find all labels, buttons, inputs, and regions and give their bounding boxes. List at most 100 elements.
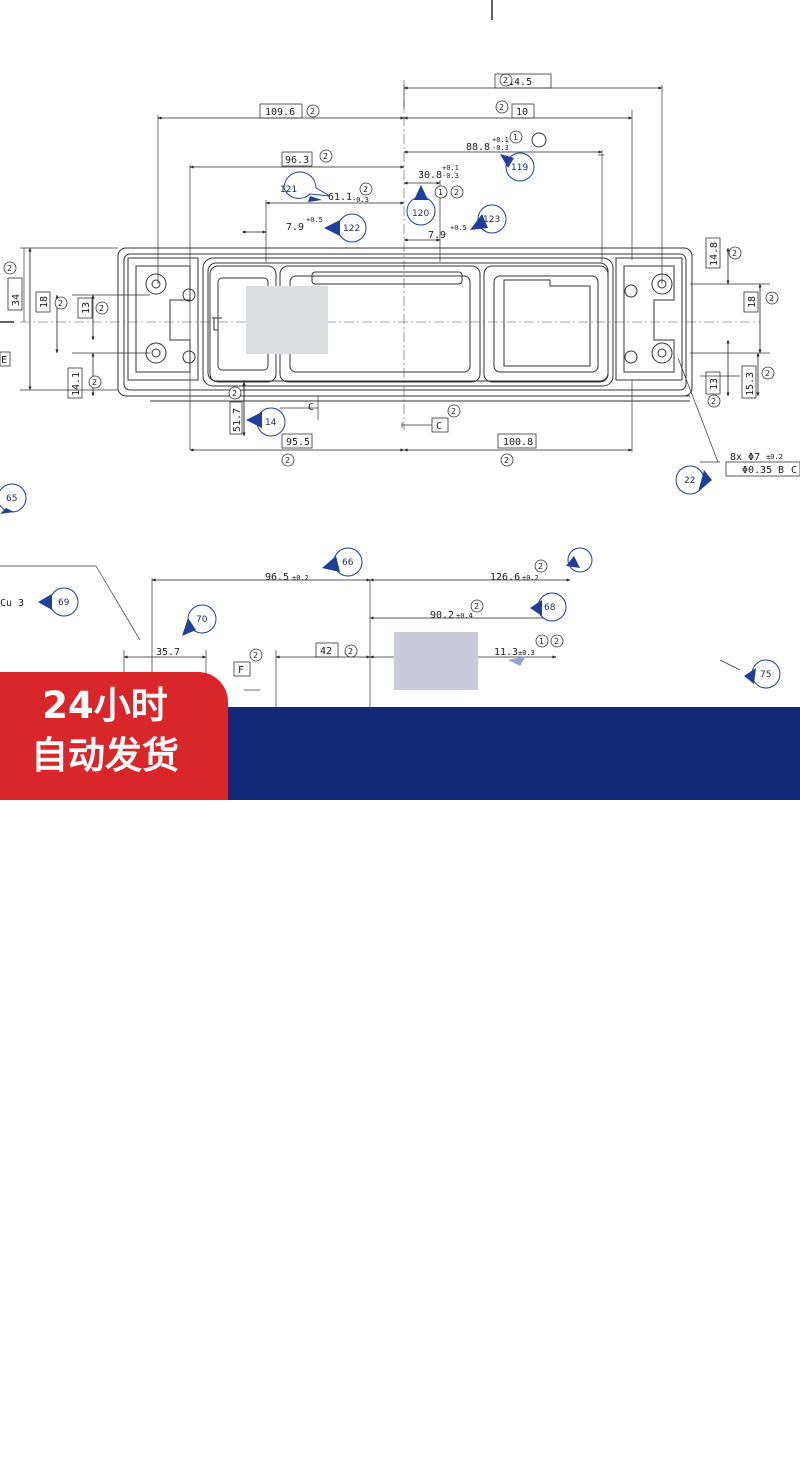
balloon-65: 65 <box>0 483 27 514</box>
svg-text:2: 2 <box>451 407 456 416</box>
circled-note-2: 2 <box>707 394 721 408</box>
svg-text:69: 69 <box>58 598 70 608</box>
dim-96-5: 96.5 <box>265 572 289 583</box>
balloon-120: 120 <box>406 185 436 226</box>
dim-14-1: 14.1 <box>71 372 82 396</box>
svg-text:2: 2 <box>348 647 353 656</box>
svg-text:2: 2 <box>285 456 290 465</box>
dim-30-8: 30.8 <box>418 170 442 181</box>
circled-note-2: 2 <box>470 599 484 613</box>
dim-7-9-right: 7.9 <box>428 230 446 241</box>
svg-text:2: 2 <box>769 294 774 303</box>
circled-notes: 2 2 2 1 2 2 1 2 2 2 2 2 2 2 2 2 2 2 2 2 … <box>3 73 779 662</box>
dim-88-8: 88.8 <box>466 142 490 153</box>
svg-text:2: 2 <box>474 602 479 611</box>
svg-text:14: 14 <box>265 418 277 428</box>
balloon-partial <box>531 132 547 148</box>
dimension-texts: 114.5 109.6 10 88.8 +0.1 -0.3 96.3 61.1 … <box>0 77 797 676</box>
gdt-datum-c: C <box>791 465 797 476</box>
balloon-22: 22 <box>675 465 712 495</box>
balloon-partial <box>508 656 526 666</box>
circled-note-2: 2 <box>88 375 102 389</box>
tol-7-9-right: +0.5 <box>450 224 467 232</box>
dim-42: 42 <box>320 646 332 657</box>
dim-100-8: 100.8 <box>503 437 533 448</box>
dim-11-3: 11.3 <box>494 647 518 658</box>
dim-15-3: 15.3 <box>745 372 756 396</box>
svg-text:2: 2 <box>310 107 315 116</box>
callout-balloons: 121 122 120 123 119 14 22 65 66 69 70 68… <box>0 132 781 689</box>
dim-7-9-left: 7.9 <box>286 222 304 233</box>
dim-35-7: 35.7 <box>156 647 180 658</box>
balloon-68: 68 <box>530 592 567 622</box>
dim-18-left: 18 <box>39 296 50 308</box>
svg-text:2: 2 <box>7 264 12 273</box>
extension-lines <box>20 85 770 452</box>
dim-34: 34 <box>11 294 22 306</box>
svg-text:70: 70 <box>196 615 208 625</box>
dim-109-6: 109.6 <box>265 107 295 118</box>
svg-text:22: 22 <box>684 476 695 486</box>
circled-note-2: 2 <box>534 559 548 573</box>
svg-text:2: 2 <box>58 299 63 308</box>
circled-note-2: 2 <box>306 104 320 118</box>
circled-note-2: 2 <box>500 453 514 467</box>
dim-13-left: 13 <box>81 302 92 314</box>
dim-114-5: 114.5 <box>502 77 532 88</box>
datum-c: C <box>436 421 442 432</box>
svg-text:120: 120 <box>412 209 429 219</box>
balloon-70: 70 <box>182 604 217 636</box>
dim-61-1: 61.1 <box>328 192 352 203</box>
tol-126-6: ±0.2 <box>522 574 539 582</box>
delivery-badge: 24小时 自动发货 <box>0 672 228 800</box>
circled-note-2: 2 <box>344 644 358 658</box>
part-outline <box>117 247 693 402</box>
dim-18-right: 18 <box>747 296 758 308</box>
svg-text:2: 2 <box>711 397 716 406</box>
dim-51-7: 51.7 <box>232 408 243 432</box>
circled-note-2: 2 <box>761 366 775 380</box>
tol-61-1: -0.3 <box>352 196 369 204</box>
svg-text:2: 2 <box>92 378 97 387</box>
tol-7-9-left: +0.5 <box>306 216 323 224</box>
balloon-121: 121 <box>280 171 331 202</box>
label-e: E <box>1 355 7 366</box>
gdt-datum-b: B <box>778 465 784 476</box>
circled-note-2: 2 <box>450 185 464 199</box>
svg-text:123: 123 <box>483 215 500 225</box>
note-cu3: Cu 3 <box>0 598 24 609</box>
circled-note-2: 2 <box>95 301 109 315</box>
dimension-boxes <box>0 73 800 677</box>
tol-88-8-down: -0.3 <box>492 144 509 152</box>
circled-note-2: 2 <box>499 73 513 87</box>
balloon-69: 69 <box>38 587 79 617</box>
balloon-66: 66 <box>322 547 363 577</box>
circled-note-2: 2 <box>319 149 333 163</box>
circled-note-2: 2 <box>550 634 564 648</box>
datum-f: F <box>238 665 244 676</box>
tol-88-8-up: +0.1 <box>492 136 509 144</box>
dim-13-right: 13 <box>709 378 720 390</box>
circled-note-1: 1 <box>535 634 549 648</box>
circled-note-1: 1 <box>434 185 448 199</box>
tol-11-3: ±0.3 <box>518 649 535 657</box>
center-lines <box>20 0 760 430</box>
dim-95-5: 95.5 <box>286 437 310 448</box>
tol-30-8-down: -0.3 <box>442 172 459 180</box>
svg-text:122: 122 <box>343 224 360 234</box>
shop-label: 淘宝店 <box>310 1441 419 1482</box>
circled-note-2: 2 <box>495 100 509 114</box>
balloon-122: 122 <box>324 213 367 243</box>
balloon-partial <box>566 547 593 573</box>
svg-text:66: 66 <box>342 558 354 568</box>
svg-text:2: 2 <box>503 76 508 85</box>
svg-text:119: 119 <box>511 163 528 173</box>
circled-note-2: 2 <box>249 648 263 662</box>
dim-90-2: 90.2 <box>430 610 454 621</box>
svg-text:2: 2 <box>363 185 368 194</box>
svg-text:2: 2 <box>504 456 509 465</box>
svg-text:68: 68 <box>544 603 556 613</box>
svg-text:2: 2 <box>253 651 258 660</box>
svg-text:1: 1 <box>438 188 443 197</box>
circled-note-2: 2 <box>3 261 17 275</box>
